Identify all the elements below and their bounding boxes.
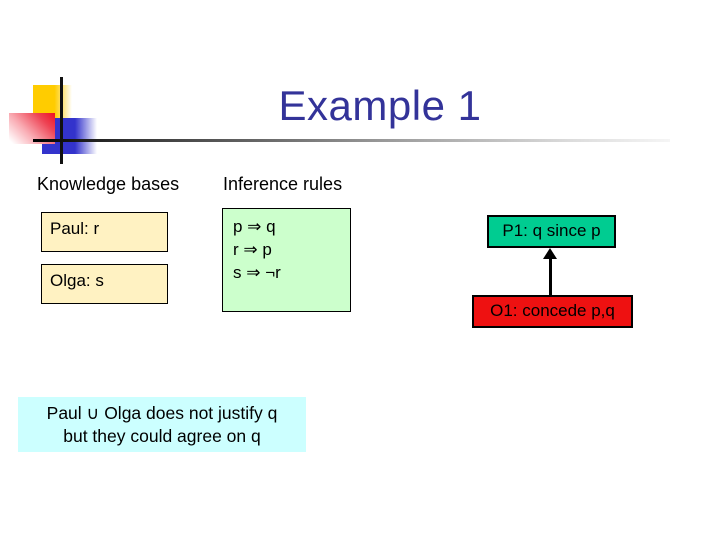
decoration-vertical-line [60,77,63,164]
rule-line-3: s ⇒ ¬r [233,263,281,282]
decoration-yellow-square [33,85,72,118]
knowledge-base-box-olga: Olga: s [41,264,168,304]
knowledge-base-box-paul: Paul: r [41,212,168,252]
note-line-1: Paul ∪ Olga does not justify q [46,403,278,423]
rule-line-1: p ⇒ q [233,217,276,236]
rule-line-2: r ⇒ p [233,240,272,259]
knowledge-bases-label: Knowledge bases [37,174,180,194]
inference-rules-label: Inference rules [223,174,343,194]
note-box: Paul ∪ Olga does not justify q but they … [18,397,306,452]
title-underline-rule [33,139,670,142]
note-line-2: but they could agree on q [63,426,261,446]
decoration-red-square [9,113,55,144]
reply-arrow-line [549,258,552,295]
proponent-move-box: P1: q since p [487,215,616,248]
slide-title: Example 1 [278,82,482,129]
opponent-move-box: O1: concede p,q [472,295,633,328]
reply-arrow-head-icon [543,248,557,259]
inference-rules-box: p ⇒ q r ⇒ p s ⇒ ¬r [222,208,351,312]
